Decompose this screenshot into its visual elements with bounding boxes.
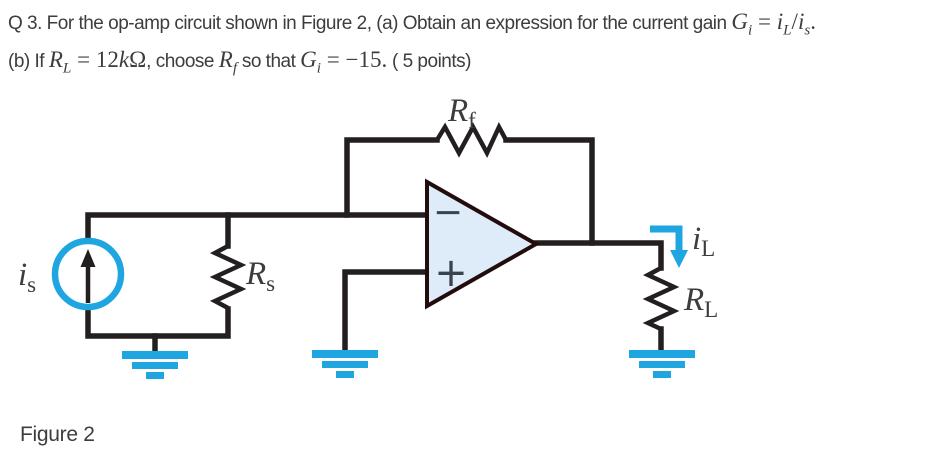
inverting-input-wire	[85, 212, 430, 244]
output-wire	[530, 240, 664, 271]
ground-symbol-left	[122, 351, 188, 379]
equals-sign: =	[752, 9, 777, 34]
noninverting-input-wire	[342, 269, 432, 354]
question-text: (b) If	[8, 51, 49, 72]
rs-label: Rs	[245, 256, 275, 296]
math-rl-symbol: RL	[48, 47, 72, 77]
bottom-wire	[85, 305, 231, 339]
current-source	[51, 237, 125, 311]
ground-symbol-middle	[312, 350, 378, 378]
rf-label: Rf	[447, 93, 476, 133]
opamp-noninverting-sign: +	[434, 250, 468, 296]
math-k: k	[118, 47, 130, 72]
ohm-symbol: Ω	[129, 47, 147, 72]
math-il-symbol: iL	[776, 9, 792, 39]
equals-minus-15: = −15.	[321, 47, 388, 72]
figure-caption: Figure 2	[20, 423, 95, 446]
math-gain-symbol: Gi	[731, 9, 753, 39]
il-label: iL	[692, 221, 715, 261]
question-line-1: Q 3. For the op-amp circuit shown in Fig…	[8, 7, 816, 46]
question-text: Q 3. For the op-amp circuit shown in Fig…	[8, 13, 732, 34]
is-label: is	[18, 257, 36, 297]
opamp-triangle	[425, 178, 541, 310]
math-rf-symbol: Rf	[218, 47, 238, 77]
opamp-inverting-sign: −	[433, 192, 463, 233]
equals-12: = 12	[71, 47, 119, 72]
question-text: , choose	[146, 51, 219, 72]
points-text: ( 5 points)	[387, 51, 471, 72]
question-text: so that	[237, 51, 301, 72]
period: .	[810, 9, 816, 34]
source-arrow-head	[80, 249, 96, 267]
math-is-symbol: is	[797, 9, 811, 39]
resistor-rl	[642, 266, 680, 332]
question-line-2: (b) If RL = 12kΩ, choose Rf so that Gi =…	[8, 45, 471, 84]
slash: /	[791, 9, 798, 34]
load-current-arrow	[650, 225, 688, 268]
resistor-rs	[209, 244, 247, 310]
resistor-rf	[435, 121, 508, 159]
math-gain-symbol: Gi	[300, 47, 321, 77]
ground-symbol-right	[629, 350, 695, 378]
feedback-wire-right	[503, 137, 595, 246]
feedback-wire-left	[344, 137, 440, 218]
rl-label: RL	[683, 282, 718, 322]
